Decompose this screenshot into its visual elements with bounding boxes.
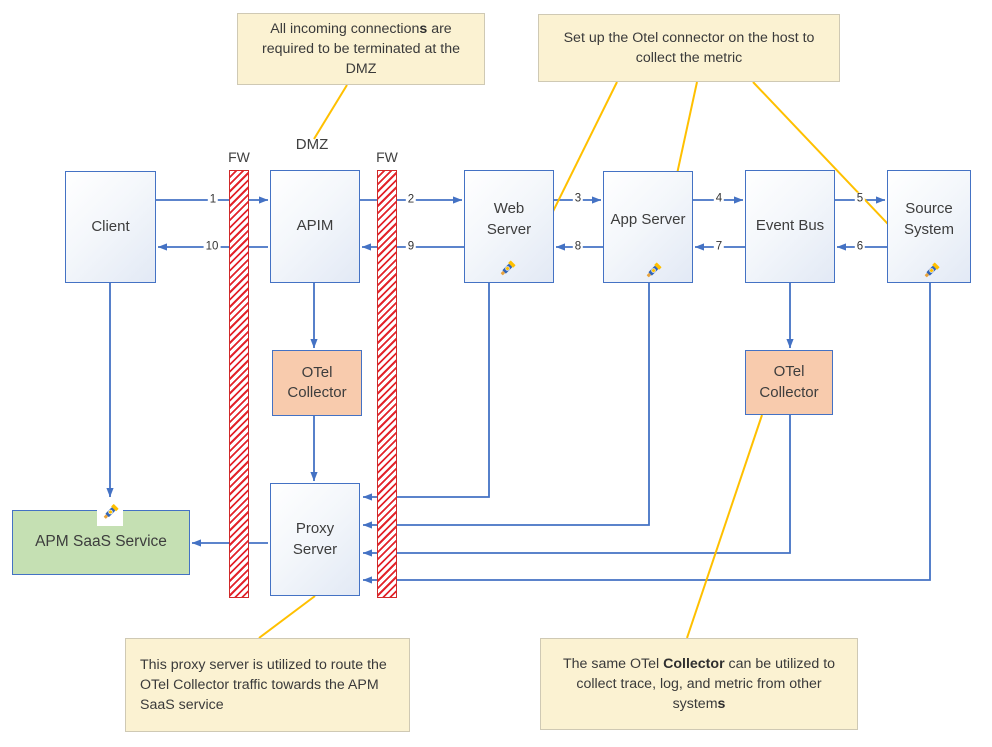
- flow-number-6: 6: [854, 240, 866, 254]
- node-otel-collector-dmz-label: OTel Collector: [287, 363, 347, 401]
- callout-dmz-termination-text: All incoming connections are required to…: [262, 20, 460, 78]
- callout-dmz-termination: All incoming connections are required to…: [237, 13, 485, 85]
- node-event-bus: Event Bus: [745, 170, 835, 283]
- flow-number-8: 8: [572, 240, 584, 254]
- node-otel-collector-internal: OTel Collector: [745, 350, 833, 415]
- flow-number-1: 1: [207, 193, 219, 207]
- firewall-right-bar: [377, 170, 397, 598]
- firewall-left-bar: [229, 170, 249, 598]
- node-proxy-server: Proxy Server: [270, 483, 360, 596]
- firewall-right-label: FW: [376, 149, 398, 165]
- node-proxy-server-label: Proxy Server: [292, 520, 338, 558]
- flow-number-4: 4: [713, 192, 725, 206]
- node-client-label: Client: [91, 217, 130, 235]
- firewall-left-label: FW: [228, 149, 250, 165]
- node-source-system: Source System: [887, 170, 971, 283]
- flow-number-2: 2: [405, 193, 417, 207]
- node-event-bus-label: Event Bus: [755, 217, 825, 235]
- node-apim: APIM: [270, 170, 360, 283]
- node-source-system-label: Source System: [903, 200, 954, 238]
- callout-proxy-routing-text: This proxy server is utilized to route t…: [140, 656, 387, 714]
- node-web-server-label: Web Server: [486, 200, 532, 238]
- callout-otel-connector: Set up the Otel connector on the host to…: [538, 14, 840, 82]
- callout-shared-collector: The same OTel Collector can be utilized …: [540, 638, 858, 730]
- flow-number-10: 10: [203, 240, 221, 254]
- node-otel-collector-internal-label: OTel Collector: [759, 363, 819, 401]
- node-apim-label: APIM: [296, 217, 334, 235]
- flow-number-3: 3: [572, 192, 584, 206]
- flow-number-7: 7: [713, 240, 725, 254]
- flow-number-9: 9: [405, 240, 417, 254]
- otel-connector-icon: [920, 260, 942, 282]
- node-otel-collector-dmz: OTel Collector: [272, 350, 362, 416]
- callout-shared-collector-text: The same OTel Collector can be utilized …: [562, 655, 836, 713]
- otel-connector-icon: [97, 499, 123, 526]
- node-app-server-label: App Server: [610, 210, 686, 228]
- node-apm-saas-label: APM SaaS Service: [35, 533, 167, 551]
- node-client: Client: [65, 171, 156, 283]
- callout-proxy-routing: This proxy server is utilized to route t…: [125, 638, 410, 732]
- otel-connector-icon: [642, 260, 664, 282]
- node-app-server: App Server: [603, 171, 693, 283]
- otel-connector-icon: [496, 258, 518, 280]
- flow-number-5: 5: [854, 192, 866, 206]
- dmz-label: DMZ: [295, 136, 329, 153]
- callout-otel-connector-text: Set up the Otel connector on the host to…: [563, 29, 815, 66]
